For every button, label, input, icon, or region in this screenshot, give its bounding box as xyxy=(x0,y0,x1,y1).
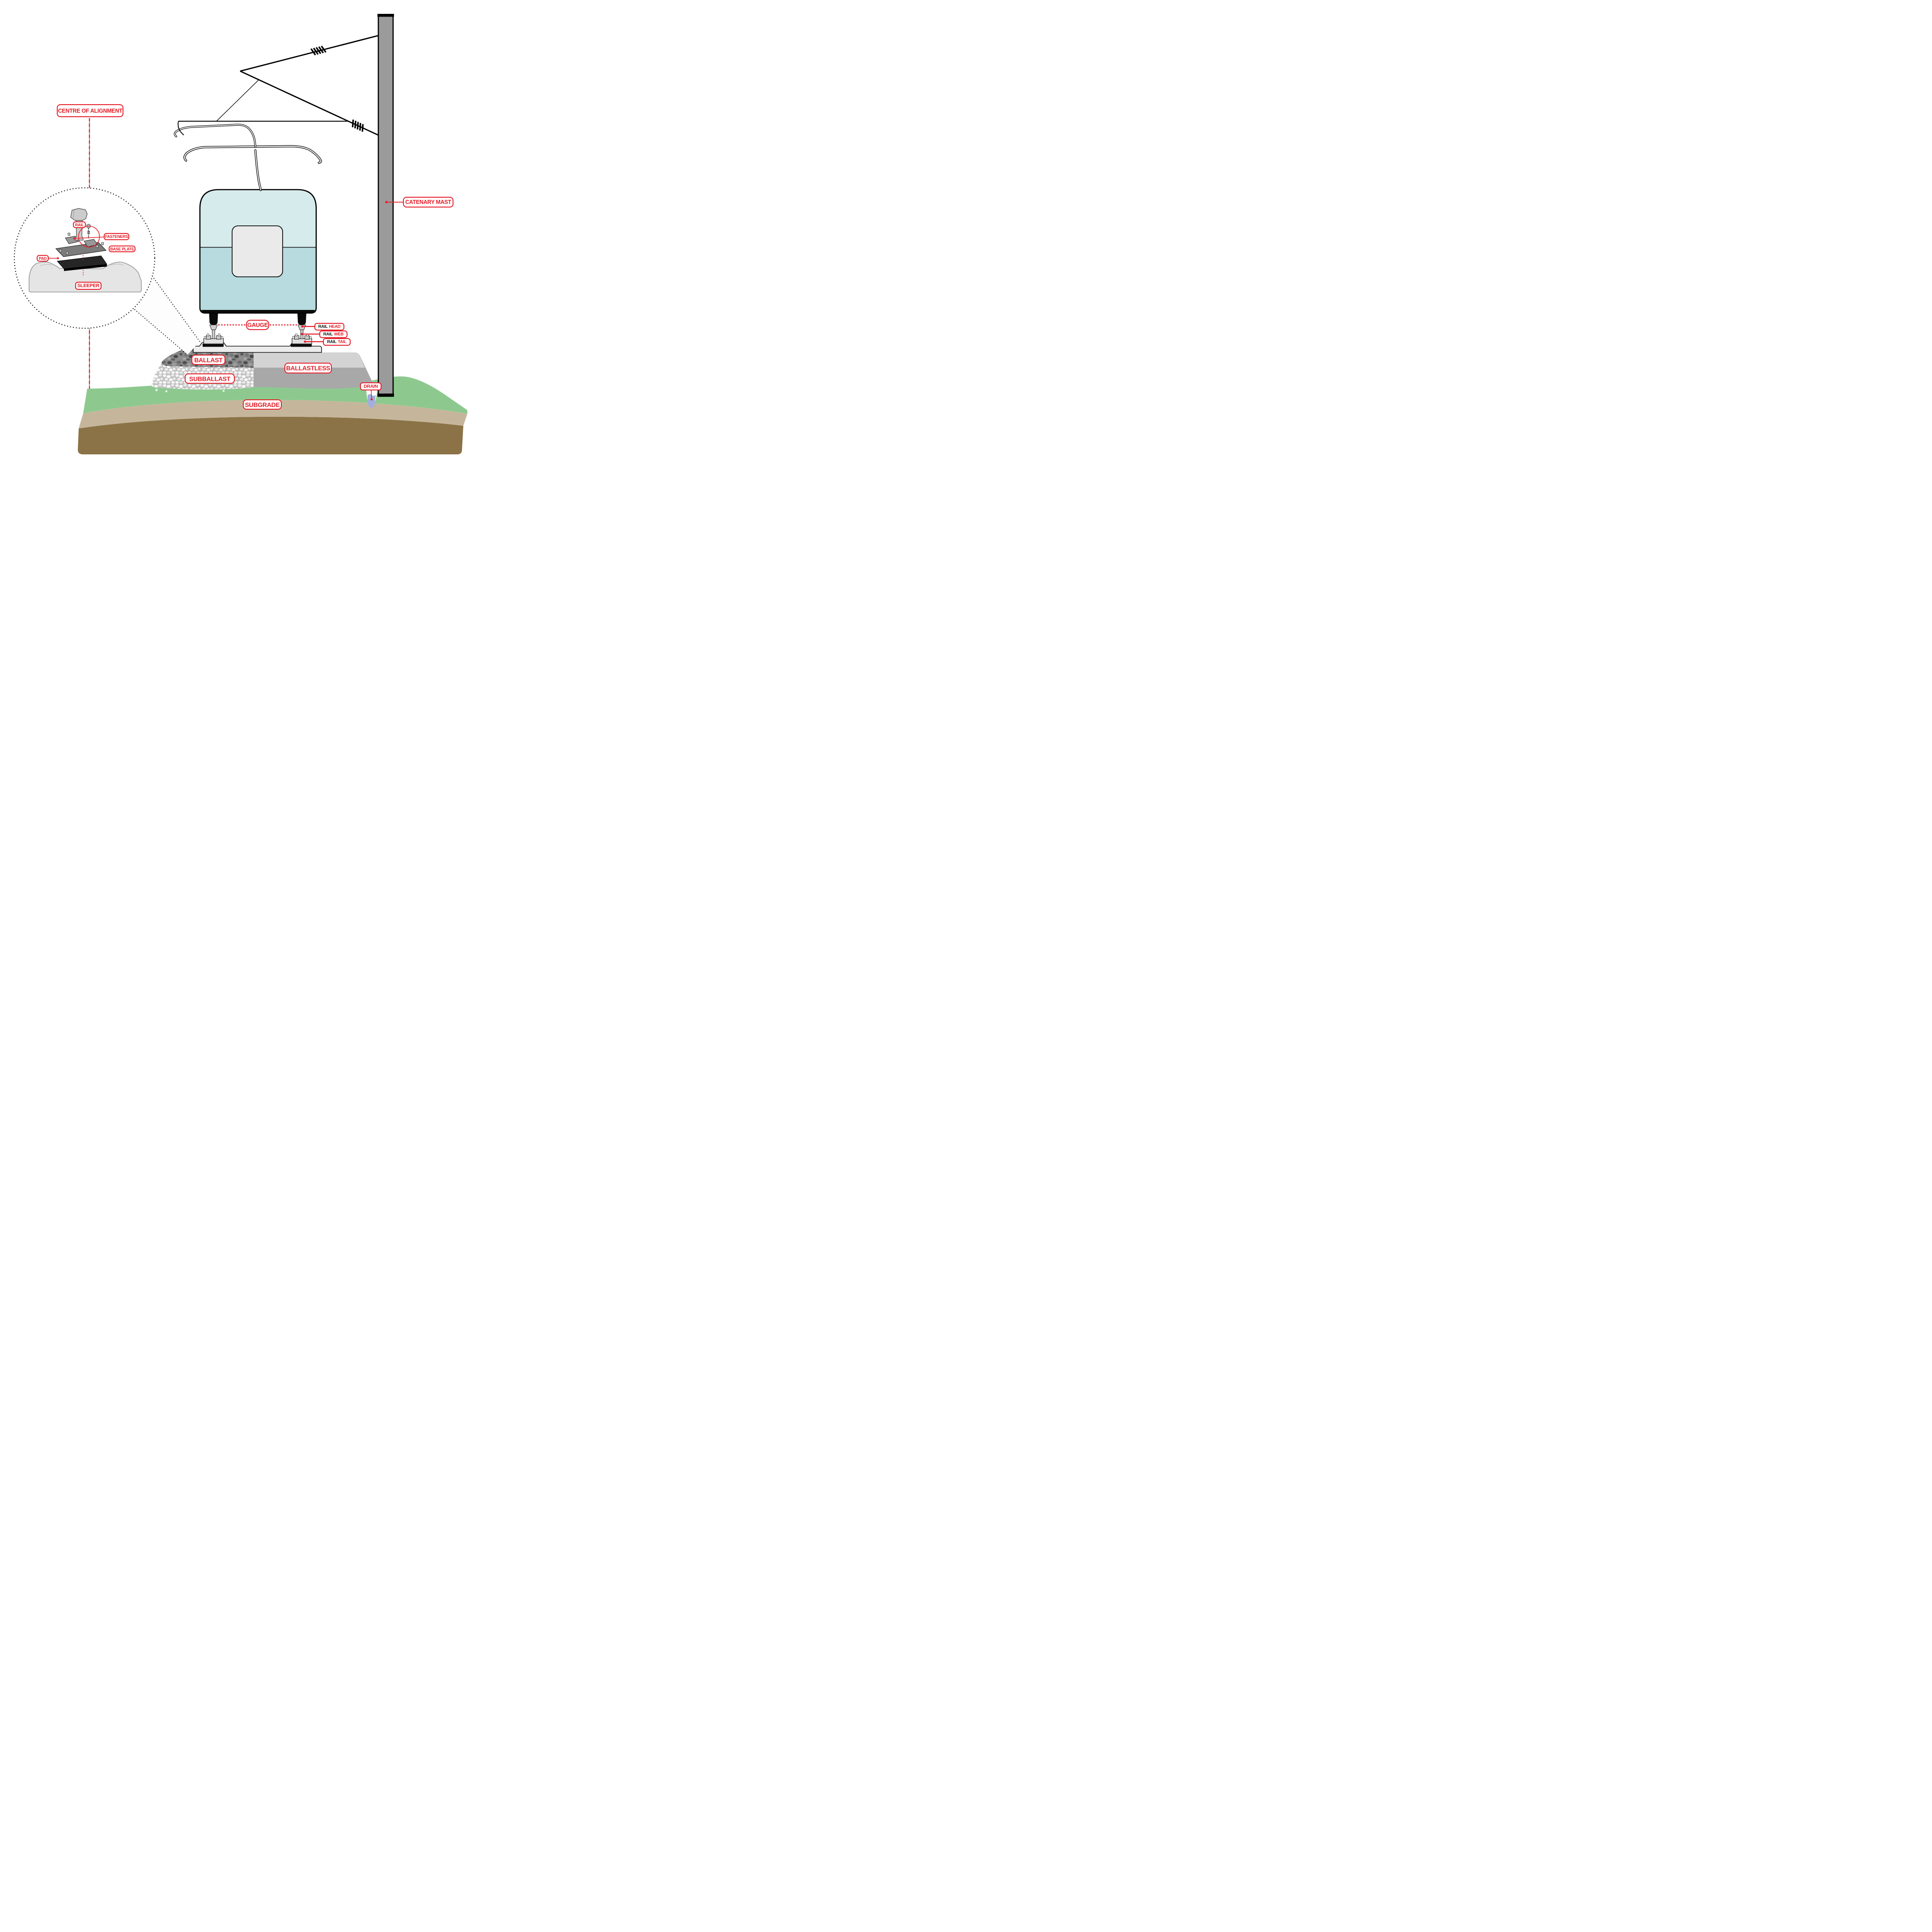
catenary-mast xyxy=(377,14,394,397)
centre-of-alignment-text: CENTRE OF ALIGNMENT xyxy=(58,107,123,114)
inset-pad-text: PAD xyxy=(38,256,47,261)
stay-wire-lower xyxy=(240,70,381,137)
inset-base-plate-text: BASE PLATE xyxy=(110,246,134,251)
rail-tail-label: RAIL TAIL xyxy=(323,338,351,346)
rail-pad-right xyxy=(291,343,312,347)
rail-web-prefix: RAIL xyxy=(323,332,333,337)
inset-fasteners-label: FASTENERS xyxy=(104,233,129,240)
catenary-mast-text: CATENARY MAST xyxy=(405,199,451,205)
diagram-graphics xyxy=(13,14,467,454)
train-wheels xyxy=(209,313,306,325)
track-slab xyxy=(193,342,322,353)
insulator-upper xyxy=(310,46,326,55)
inset-rail-label: RAIL xyxy=(73,221,86,228)
inset-rail-text: RAIL xyxy=(75,222,84,227)
inset-sleeper-label: SLEEPER xyxy=(75,282,102,290)
detail-circle xyxy=(13,187,156,329)
gauge-label: GAUGE xyxy=(246,320,269,330)
subgrade-soil-brown xyxy=(78,416,463,454)
inset-sleeper-text: SLEEPER xyxy=(77,283,100,288)
centre-of-alignment-label: CENTRE OF ALIGNMENT xyxy=(57,104,123,117)
drain-text: DRAIN xyxy=(364,384,378,389)
railway-track-diagram: CENTRE OF ALIGNMENT CATENARY MAST GAUGE … xyxy=(0,0,483,483)
rail-tail-prefix: RAIL xyxy=(327,339,337,344)
rail-head-suffix: HEAD xyxy=(329,324,341,329)
inset-base-plate-label: BASE PLATE xyxy=(109,246,136,252)
catenary-mast-label: CATENARY MAST xyxy=(403,197,453,208)
dropper-wire xyxy=(216,80,259,122)
rail-web-suffix: WEB xyxy=(334,332,344,337)
fastener-screw xyxy=(86,224,91,238)
ballastless-label: BALLASTLESS xyxy=(284,363,332,373)
sleeper-shape xyxy=(29,261,142,292)
stay-wire-upper xyxy=(240,34,380,72)
train xyxy=(199,189,317,314)
rail-head-label: RAIL HEAD xyxy=(314,323,344,330)
drain-water xyxy=(368,394,376,408)
messenger-wire-end xyxy=(178,121,184,136)
ballast-label: BALLAST xyxy=(191,355,225,365)
subballast-text: SUBBALLAST xyxy=(189,375,230,382)
catenary-wires xyxy=(178,34,381,137)
rail-pad-left xyxy=(203,343,224,347)
ballastless-text: BALLASTLESS xyxy=(286,364,330,372)
drain-label: DRAIN xyxy=(360,382,381,390)
pantograph xyxy=(174,123,322,191)
fastener-highlight-circle xyxy=(78,225,100,248)
train-window xyxy=(232,225,283,277)
subballast-label: SUBBALLAST xyxy=(185,373,235,384)
rail-head-prefix: RAIL xyxy=(318,324,328,329)
subgrade-label: SUBGRADE xyxy=(243,399,282,410)
rail-web-label: RAIL WEB xyxy=(319,330,347,338)
subgrade-text: SUBGRADE xyxy=(245,401,280,408)
insulator-lower xyxy=(352,119,364,132)
gauge-text: GAUGE xyxy=(247,322,268,328)
rail-left xyxy=(203,325,224,344)
terrain xyxy=(78,376,467,454)
inset-fasteners-text: FASTENERS xyxy=(105,234,128,239)
inset-pad-label: PAD xyxy=(37,255,49,262)
pad-shape xyxy=(56,255,107,271)
rail-tail-suffix: TAIL xyxy=(338,339,347,344)
ballast-text: BALLAST xyxy=(194,356,223,364)
leader-lines xyxy=(301,201,403,401)
